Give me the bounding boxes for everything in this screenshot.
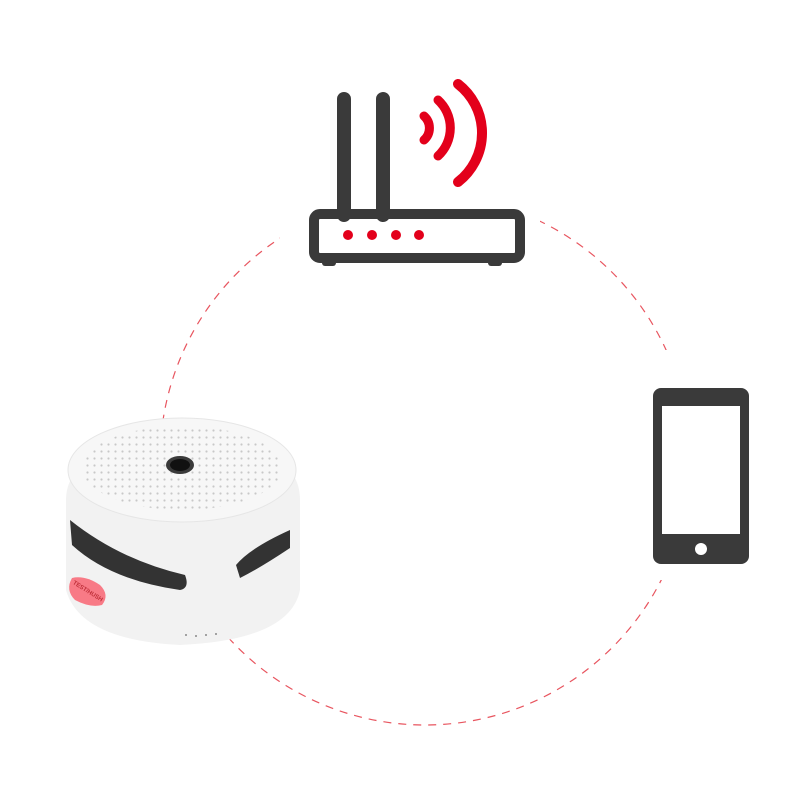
test-button[interactable]: TEST/HUSH — [69, 577, 106, 606]
smartphone-icon — [610, 350, 770, 580]
router-icon — [280, 92, 540, 270]
wifi-signal-icon — [419, 79, 488, 187]
smoke-detector: TEST/HUSH — [66, 417, 300, 645]
